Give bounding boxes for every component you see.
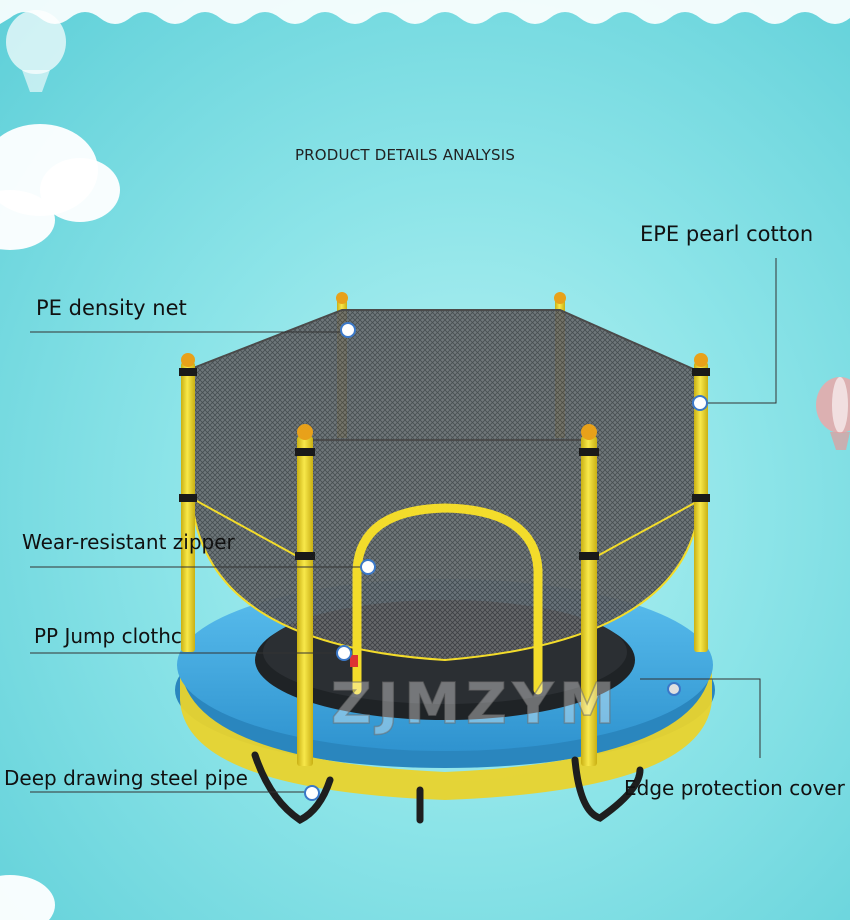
steel-legs [251,751,644,825]
callout-pe-density-net: PE density net [36,296,187,320]
callout-markers [304,322,708,801]
marker-jump-cloth [336,645,352,661]
safety-net [187,309,701,662]
callout-edge-protection-cover: Edge protection cover [624,776,845,800]
callout-lines [30,258,777,793]
marker-steel-pipe [304,785,320,801]
cloud-bottom-decoration [0,875,55,920]
marker-edge-cover [667,682,681,696]
callout-wear-resistant-zipper: Wear-resistant zipper [22,530,235,554]
callout-deep-drawing-steel-pipe: Deep drawing steel pipe [4,766,248,790]
callout-pp-jump-cloth: PP Jump clothc [34,624,182,648]
balloon-right-decoration [816,377,850,450]
zipper-pull [350,655,358,667]
brand-watermark: ZJMZYM [330,671,622,738]
marker-epe-cotton [692,395,708,411]
marker-pe-net [340,322,356,338]
page-title: PRODUCT DETAILS ANALYSIS [294,146,516,164]
front-poles [179,353,710,766]
zipper-entrance-arch [352,503,543,695]
cloud-left-decoration [0,124,120,250]
balloon-left-decoration [6,10,66,92]
marker-zipper [360,559,376,575]
decorative-wave-border [0,0,850,24]
callout-epe-pearl-cotton: EPE pearl cotton [640,222,814,246]
